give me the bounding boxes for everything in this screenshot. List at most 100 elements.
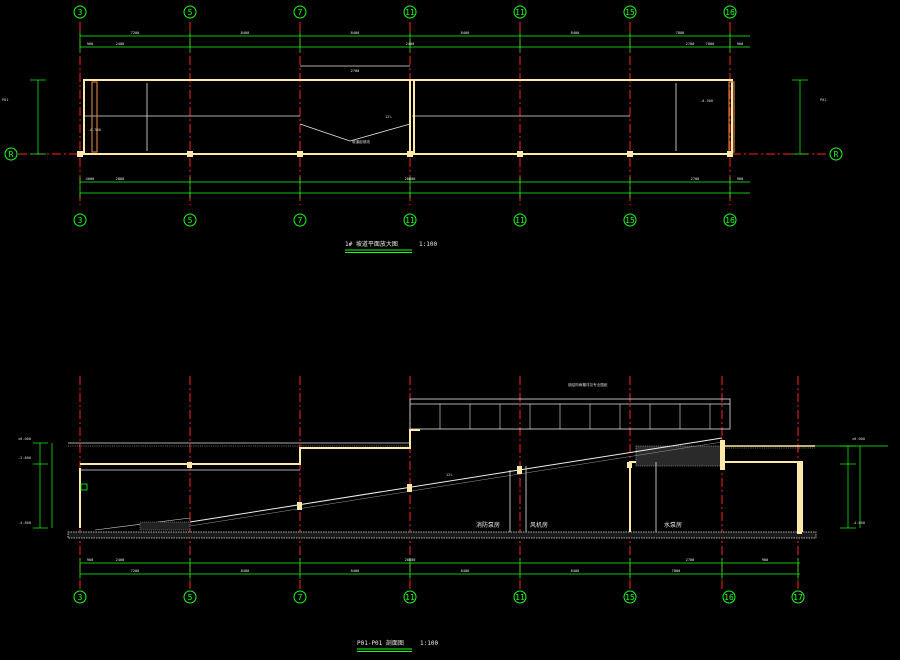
plan-top-bubble-16: 16 xyxy=(723,5,737,19)
section-dimension-lines xyxy=(79,558,800,579)
plan-dim-bottom-3: 28800 xyxy=(405,177,416,181)
section-dim-outer-3: 8400 xyxy=(351,569,360,573)
plan-dimension-texts: 7200 8400 8400 8400 8400 7800 900 2400 2… xyxy=(86,31,744,181)
section-elev-top-left: ±0.000 xyxy=(18,437,31,441)
section-bubble-15: 15 xyxy=(623,590,637,604)
plan-dim-top-outer-4: 8400 xyxy=(461,31,470,35)
section-room-3: 水泵房 xyxy=(664,521,682,529)
plan-dim-top-inner-4: 2400 xyxy=(406,42,415,46)
plan-bottom-bubble-15: 15 xyxy=(623,213,637,227)
plan-dim-top-outer-6: 7800 xyxy=(676,31,685,35)
svg-text:7: 7 xyxy=(298,593,303,602)
svg-text:15: 15 xyxy=(625,216,635,225)
section-slope-label: 12% xyxy=(446,473,453,477)
plan-view: 3 5 7 11 11 15 16 3 5 7 11 11 15 16 R R xyxy=(2,5,843,253)
section-ramp-toe-hatch xyxy=(139,521,191,531)
plan-dim-top-inner-6: 7800 xyxy=(706,42,715,46)
plan-dim-top-outer-3: 8400 xyxy=(351,31,360,35)
plan-dim-top-inner-7: 900 xyxy=(737,42,744,46)
section-structure xyxy=(67,398,817,539)
svg-text:7: 7 xyxy=(298,216,303,225)
section-dim-outer-5: 8400 xyxy=(571,569,580,573)
svg-text:11: 11 xyxy=(405,8,415,17)
section-room-1: 消防泵房 xyxy=(476,521,500,529)
section-elev-low-left: -4.800 xyxy=(18,521,31,525)
section-vertical-dims xyxy=(33,442,888,529)
plan-dim-top-inner-2: 2400 xyxy=(116,42,125,46)
svg-text:11: 11 xyxy=(405,593,415,602)
plan-top-bubble-7: 7 xyxy=(293,5,307,19)
plan-bottom-bubble-11b: 11 xyxy=(513,213,527,227)
section-view: ±0.000 -2.800 -4.800 ±0.000 -4.800 12% 钢… xyxy=(18,376,888,652)
plan-bottom-bubble-7: 7 xyxy=(293,213,307,227)
plan-dim-bottom-2: 2800 xyxy=(116,177,125,181)
section-canopy xyxy=(409,398,731,430)
plan-slope-label: 12% xyxy=(385,115,392,119)
svg-text:16: 16 xyxy=(724,593,734,602)
svg-text:11: 11 xyxy=(515,216,525,225)
svg-text:R: R xyxy=(9,150,14,159)
section-elevations: ±0.000 -2.800 -4.800 ±0.000 -4.800 12% 钢… xyxy=(18,382,865,525)
plan-bottom-bubble-11a: 11 xyxy=(403,213,417,227)
plan-title-block: 1# 坡道平面放大图 1:100 xyxy=(345,240,437,253)
section-bubble-5: 5 xyxy=(183,590,197,604)
svg-text:5: 5 xyxy=(188,8,193,17)
section-canopy-posts xyxy=(439,404,711,429)
section-dim-inner-2: 2400 xyxy=(116,558,125,562)
section-bubble-7: 7 xyxy=(293,590,307,604)
plan-dim-bottom-1: 4000 xyxy=(86,177,95,181)
svg-text:5: 5 xyxy=(188,216,193,225)
plan-section-mark-right: P01 xyxy=(820,98,827,102)
svg-text:16: 16 xyxy=(725,8,735,17)
plan-dim-top-outer-2: 8400 xyxy=(241,31,250,35)
svg-text:15: 15 xyxy=(625,593,635,602)
plan-bottom-bubble-5: 5 xyxy=(183,213,197,227)
plan-top-bubble-11a: 11 xyxy=(403,5,417,19)
section-bubble-11b: 11 xyxy=(513,590,527,604)
section-bubble-11a: 11 xyxy=(403,590,417,604)
plan-dim-top-outer-1: 7200 xyxy=(131,31,140,35)
section-dim-inner-4: 2700 xyxy=(686,558,695,562)
section-elev-mid-left: -2.800 xyxy=(18,456,31,460)
plan-left-end-wall xyxy=(91,81,98,153)
plan-dim-bottom-4: 2700 xyxy=(691,177,700,181)
section-elev-right-top: ±0.000 xyxy=(852,437,865,441)
svg-text:3: 3 xyxy=(78,8,83,17)
plan-dim-top-inner-3: 2700 xyxy=(351,69,360,73)
section-gravel-fill xyxy=(635,445,723,467)
plan-top-bubble-15: 15 xyxy=(623,5,637,19)
section-dim-outer-4: 8400 xyxy=(461,569,470,573)
svg-text:R: R xyxy=(834,150,839,159)
plan-title: 1# 坡道平面放大图 xyxy=(345,240,398,248)
section-dimension-texts: 900 2400 28800 2700 900 7200 8400 8400 8… xyxy=(87,558,769,573)
svg-text:7: 7 xyxy=(298,8,303,17)
section-bottom-bubbles: 3 5 7 11 11 15 16 17 xyxy=(73,590,805,604)
svg-text:3: 3 xyxy=(78,593,83,602)
plan-row-bubble-right: R xyxy=(829,147,843,161)
section-dim-inner-3: 28800 xyxy=(405,558,416,562)
plan-bottom-bubble-16: 16 xyxy=(723,213,737,227)
plan-row-bubble-left: R xyxy=(4,147,18,161)
plan-slope-note: 坡道起坡线 xyxy=(352,139,370,144)
plan-bottom-bubbles: 3 5 7 11 11 15 16 xyxy=(73,213,737,227)
section-dim-inner-5: 900 xyxy=(762,558,769,562)
section-room-2: 风机房 xyxy=(530,521,548,529)
section-title-block: P01-P01 剖面图 1:100 xyxy=(357,639,438,652)
section-dim-outer-1: 7200 xyxy=(131,569,140,573)
plan-scale: 1:100 xyxy=(419,241,437,248)
svg-text:16: 16 xyxy=(725,216,735,225)
section-base-slab xyxy=(67,531,817,539)
section-scale: 1:100 xyxy=(420,640,438,647)
section-bubble-3: 3 xyxy=(73,590,87,604)
plan-top-bubble-5: 5 xyxy=(183,5,197,19)
section-bubble-17: 17 xyxy=(791,590,805,604)
svg-text:17: 17 xyxy=(793,593,803,602)
plan-bottom-bubble-3: 3 xyxy=(73,213,87,227)
section-dim-outer-6: 7800 xyxy=(672,569,681,573)
plan-top-bubble-3: 3 xyxy=(73,5,87,19)
plan-notes: -0.300 -0.300 12% 坡道起坡线 P01 P01 xyxy=(2,98,827,144)
section-room-labels: 消防泵房 风机房 水泵房 xyxy=(476,521,682,529)
section-dim-outer-2: 8400 xyxy=(241,569,250,573)
